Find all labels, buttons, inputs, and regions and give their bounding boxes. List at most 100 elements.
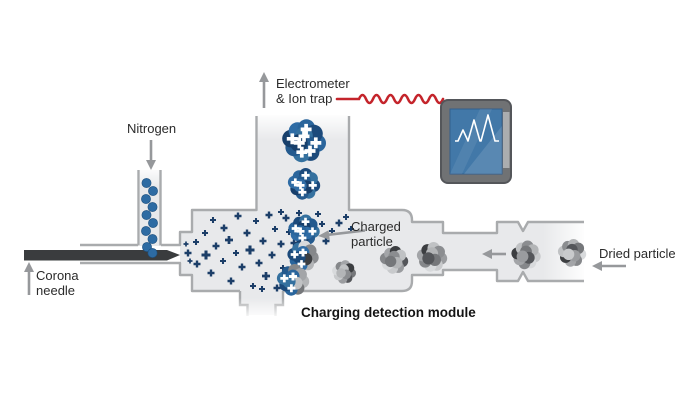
cluster-charge-plus (304, 145, 316, 157)
ion-plus (335, 219, 343, 227)
ion-plus (184, 249, 192, 257)
ion-plus (225, 236, 233, 244)
tube-flow-left-arrow-icon (482, 249, 506, 259)
ion-plus (277, 240, 285, 248)
cluster-charge-plus (299, 248, 307, 257)
nitrogen-droplets (141, 178, 158, 258)
corona-label-line1: Corona (36, 268, 79, 283)
cluster-charge-plus (290, 250, 299, 259)
cluster-charge-plus (286, 133, 298, 145)
charged-label-line2: particle (351, 234, 393, 249)
gray-particle-cluster (332, 260, 357, 284)
monitor-device (440, 99, 512, 184)
nitrogen-droplet (148, 218, 158, 228)
cluster-charge-plus (287, 284, 296, 293)
ion-plus (329, 228, 335, 234)
cluster-berry (384, 255, 397, 268)
chamber-lower-left-wall (80, 261, 240, 293)
screen-sheen-2 (464, 126, 502, 174)
ion-plus (268, 251, 276, 259)
cluster-berry (516, 250, 529, 263)
cluster-charge-plus (310, 137, 322, 149)
ion-plus (202, 230, 208, 236)
charged-label-line1: Charged (351, 219, 401, 234)
dried-particle-left-arrow-icon (592, 261, 626, 271)
ion-plus (265, 211, 273, 219)
blue-particle-cluster (287, 168, 321, 200)
drain-open-fade (234, 298, 288, 319)
nitrogen-droplet (147, 202, 158, 212)
monitor-screen (449, 108, 503, 175)
cluster-charge-plus (301, 171, 310, 180)
apparatus-fills (140, 115, 584, 315)
chromatogram-trace (455, 114, 499, 142)
ion-plus (343, 214, 349, 220)
cluster-charge-plus (308, 227, 317, 236)
ion-plus (322, 237, 330, 245)
gray-particle-cluster (379, 246, 409, 274)
gray-particle-cluster (416, 242, 448, 272)
cluster-charge-plus (298, 188, 307, 197)
particle-clusters (276, 119, 587, 296)
cluster-charge-plus (296, 227, 305, 236)
ion-plus (245, 245, 255, 255)
nitrogen-droplet (141, 194, 151, 204)
cluster-charge-plus (280, 274, 289, 283)
cluster-charge-plus (298, 234, 307, 242)
cluster-charge-plus (301, 217, 310, 226)
nitrogen-down-arrow-icon (146, 140, 156, 170)
nitrogen-tube-walls (137, 170, 162, 246)
ion-plus (319, 221, 325, 227)
cluster-charge-plus (291, 178, 300, 187)
gray-particle-cluster (511, 240, 541, 270)
nitrogen-droplet (147, 234, 158, 244)
ion-plus (253, 218, 259, 224)
blue-particle-cluster (282, 119, 327, 163)
ion-plus (220, 258, 226, 264)
cluster-charge-plus (291, 224, 300, 233)
ion-plus (273, 284, 281, 292)
electrometer-label-line1: Electrometer (276, 76, 350, 91)
cluster-charge-plus (297, 260, 306, 268)
chamber-upper-left-wall (161, 116, 258, 247)
ion-plus (278, 209, 284, 215)
mixed-particle-cluster (287, 240, 319, 272)
corona-up-arrow-icon (24, 262, 34, 295)
nitrogen-label: Nitrogen (127, 121, 176, 136)
charged-particle-pointer-arrow-icon (318, 229, 366, 240)
dried-particle-label: Dried particle (599, 246, 676, 261)
cluster-charge-plus (293, 137, 305, 149)
ion-plus (187, 258, 193, 264)
nitrogen-droplet (141, 226, 151, 236)
nitrogen-droplet (141, 210, 152, 220)
ion-plus (272, 226, 278, 232)
cluster-charge-plus (298, 130, 310, 142)
cluster-berry (562, 248, 575, 260)
electrometer-label-line2: & Ion trap (276, 91, 332, 106)
cluster-charge-plus (296, 181, 305, 190)
corona-needle (24, 250, 180, 261)
monitor-frame-highlight (503, 112, 510, 168)
ion-plus (234, 212, 242, 220)
ion-plus (243, 229, 251, 237)
ion-plus (201, 250, 211, 260)
ion-plus (259, 237, 267, 245)
ion-plus (212, 242, 220, 250)
cluster-charge-plus (300, 123, 312, 135)
mixed-particle-cluster (276, 264, 310, 296)
ion-plus (193, 239, 199, 245)
ion-plus (220, 224, 228, 232)
ion-plus (183, 241, 189, 247)
flow-arrows (24, 72, 626, 295)
corona-needle-shape (24, 250, 180, 261)
gray-particle-cluster (557, 239, 587, 267)
chamber-lower-right-wall (283, 268, 584, 293)
ion-plus (296, 210, 302, 216)
module-title: Charging detection module (301, 305, 476, 320)
ion-plus (238, 263, 246, 271)
ion-plus (250, 283, 256, 289)
nitrogen-droplet (147, 248, 158, 258)
ion-plus (193, 260, 201, 268)
ion-plus (255, 259, 263, 267)
